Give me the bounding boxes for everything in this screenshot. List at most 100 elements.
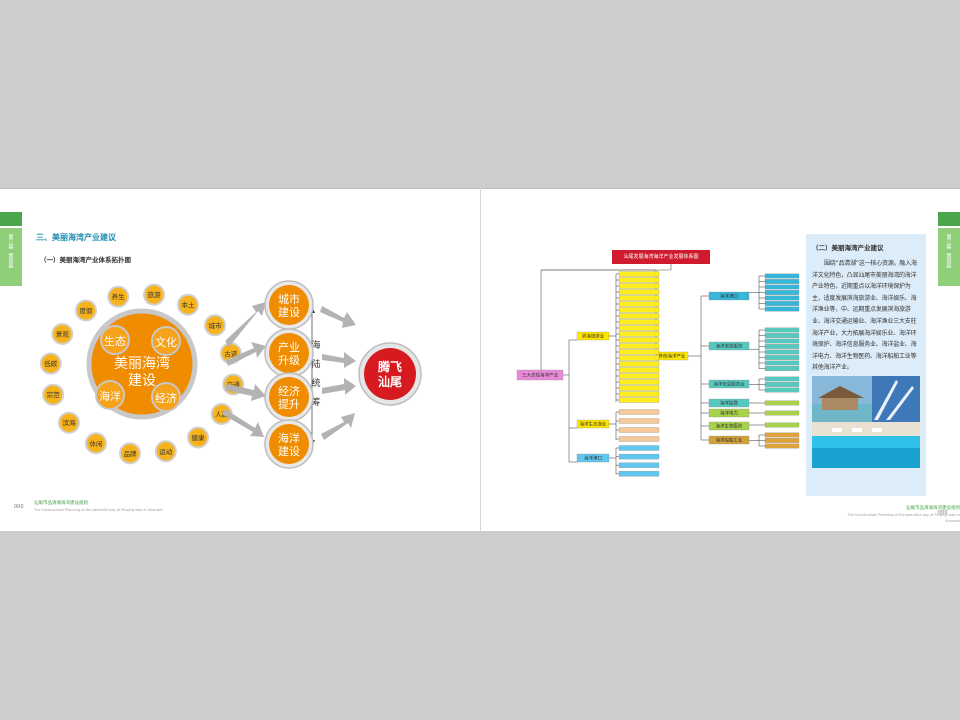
ring-item: 品牌 bbox=[118, 442, 141, 465]
tree-level1: 海洋港口 bbox=[576, 453, 610, 463]
tree-root: 三大支柱海洋产业 bbox=[516, 369, 564, 381]
tree-leaf bbox=[618, 313, 660, 319]
tree-leaf bbox=[764, 376, 800, 382]
tree-leaf bbox=[618, 307, 660, 313]
right-tab-header bbox=[938, 212, 960, 226]
svg-text:低碳: 低碳 bbox=[44, 359, 58, 368]
left-footer: 汕尾市品清湖海湾建设规划 The Construction Planning o… bbox=[34, 501, 163, 513]
tree-level2: 海洋生物医药 bbox=[708, 421, 750, 431]
svg-text:海洋船舶工业: 海洋船舶工业 bbox=[716, 437, 743, 444]
tree-leaf bbox=[764, 432, 800, 438]
left-footer-en: The Construction Planning of the beautif… bbox=[34, 508, 163, 512]
right-tab-label-2: 策划篇 bbox=[945, 253, 952, 268]
tree-level1: 海洋生态渔业 bbox=[576, 419, 610, 429]
tree-leaf bbox=[618, 319, 660, 325]
left-chapter-tab[interactable]: 第三篇 策划篇 bbox=[0, 228, 22, 286]
quadrant-label: 经济 bbox=[155, 391, 177, 405]
tree-leaf bbox=[618, 397, 660, 403]
ring-item: 宗范 bbox=[42, 383, 65, 406]
svg-text:海洋生态渔业: 海洋生态渔业 bbox=[580, 421, 607, 428]
left-tab-label-1: 第三篇 bbox=[7, 234, 14, 249]
tree-leaf bbox=[764, 273, 800, 279]
tree-leaf bbox=[764, 400, 800, 406]
ring-item: 健康 bbox=[187, 426, 210, 449]
svg-text:建设: 建设 bbox=[278, 305, 300, 319]
svg-text:景观: 景观 bbox=[56, 331, 70, 339]
flow-arrows bbox=[222, 302, 356, 440]
svg-text:交通: 交通 bbox=[227, 380, 241, 389]
tree-leaf bbox=[764, 422, 800, 428]
svg-text:本土: 本土 bbox=[182, 300, 196, 309]
tree-leaf bbox=[618, 427, 660, 433]
industry-topology-diagram: 养生旅游本土城市古迹交通人居健康运动品牌休闲滨海宗范低碳景观度假 生态 文化 海… bbox=[39, 280, 422, 469]
right-footer: 汕尾市品清湖海湾建设规划 The Construction Planning o… bbox=[840, 506, 960, 524]
svg-text:升级: 升级 bbox=[278, 354, 300, 367]
page-gutter bbox=[480, 188, 481, 531]
tree-leaf bbox=[764, 306, 800, 312]
book-spread: 第三篇 策划篇 三、美丽海湾产业建议 （一）美丽海湾产业体系拓扑图 养生 旅游本土… bbox=[0, 188, 960, 531]
suggestion-textbox: （二）美丽海湾产业建议 围绕“品清湖”这一核心资源，融入海洋文化特色，凸显汕尾市… bbox=[806, 234, 926, 496]
ring-item: 养生 bbox=[107, 285, 130, 308]
svg-text:产业: 产业 bbox=[278, 340, 300, 354]
right-chapter-tab[interactable]: 第三篇 策划篇 bbox=[938, 228, 960, 286]
svg-text:滨海: 滨海 bbox=[63, 418, 77, 427]
svg-text:度假: 度假 bbox=[79, 306, 93, 315]
svg-text:海洋: 海洋 bbox=[278, 431, 300, 445]
ring-item: 城市 bbox=[203, 314, 226, 337]
tree-leaf bbox=[764, 366, 800, 371]
tree-leaf bbox=[764, 338, 800, 344]
tree-leaf bbox=[764, 301, 800, 306]
tree-level1: 滨海旅游业 bbox=[576, 331, 610, 341]
tree-leaf bbox=[618, 445, 660, 451]
center-label: 美丽海湾建设 bbox=[114, 355, 170, 389]
svg-text:海洋电力: 海洋电力 bbox=[720, 410, 738, 417]
quadrant-label: 海洋 bbox=[99, 389, 121, 403]
ring-item: 度假 bbox=[74, 299, 97, 322]
tree-leaf bbox=[618, 471, 660, 477]
tree-level2: 海洋电力 bbox=[708, 408, 750, 418]
svg-text:古迹: 古迹 bbox=[224, 349, 238, 358]
tree-leaf bbox=[618, 271, 660, 277]
ring-item: 滨海 bbox=[58, 411, 81, 434]
diagram-title: 汕尾发展海湾海洋产业发展体系图 bbox=[612, 250, 710, 264]
tree-level2: 海洋港口 bbox=[708, 291, 750, 301]
tree-leaf bbox=[618, 462, 660, 468]
tree-leaf bbox=[618, 301, 660, 307]
svg-text:提升: 提升 bbox=[278, 398, 300, 411]
tree-leaf bbox=[764, 382, 800, 387]
quadrant-label: 生态 bbox=[104, 334, 126, 348]
tree-leaf bbox=[764, 410, 800, 416]
right-tab-label-1: 第三篇 bbox=[945, 234, 952, 249]
subtitle: （一）美丽海湾产业体系拓扑图 bbox=[40, 256, 131, 264]
svg-text:建设: 建设 bbox=[278, 444, 300, 458]
tree-leaf bbox=[764, 344, 800, 349]
left-footer-cn: 汕尾市品清湖海湾建设规划 bbox=[34, 501, 88, 506]
tree-leaf bbox=[618, 453, 660, 460]
tree-leaf bbox=[618, 337, 660, 343]
quadrant-label: 文化 bbox=[155, 335, 177, 349]
tree-leaf bbox=[764, 387, 800, 393]
left-page-number: 000 bbox=[14, 504, 24, 510]
svg-text:品牌: 品牌 bbox=[123, 449, 137, 458]
svg-text:海洋生物医药: 海洋生物医药 bbox=[716, 423, 743, 430]
tree-leaf bbox=[764, 438, 800, 443]
tree-leaf bbox=[764, 327, 800, 333]
tree-leaf bbox=[618, 331, 660, 337]
tree-leaf bbox=[764, 333, 800, 338]
vertical-label: 海陆统筹 bbox=[311, 339, 320, 408]
tree-leaf bbox=[764, 355, 800, 360]
tree-leaf bbox=[618, 295, 660, 301]
svg-text:旅游: 旅游 bbox=[148, 290, 162, 299]
tree-leaf bbox=[764, 360, 800, 366]
tree-leaf bbox=[618, 373, 660, 379]
left-tab-header bbox=[0, 212, 22, 226]
right-page-number: 000 bbox=[938, 510, 948, 516]
tree-leaf bbox=[764, 349, 800, 355]
text-body: 围绕“品清湖”这一核心资源，融入海洋文化特色，凸显汕尾市美丽海湾的海洋产业特色，… bbox=[812, 260, 917, 372]
ring-item: 低碳 bbox=[39, 352, 62, 375]
tree-leaf bbox=[764, 279, 800, 284]
goal-label: 腾飞汕尾 bbox=[377, 359, 402, 389]
section-title: 三、美丽海湾产业建议 bbox=[36, 233, 116, 242]
